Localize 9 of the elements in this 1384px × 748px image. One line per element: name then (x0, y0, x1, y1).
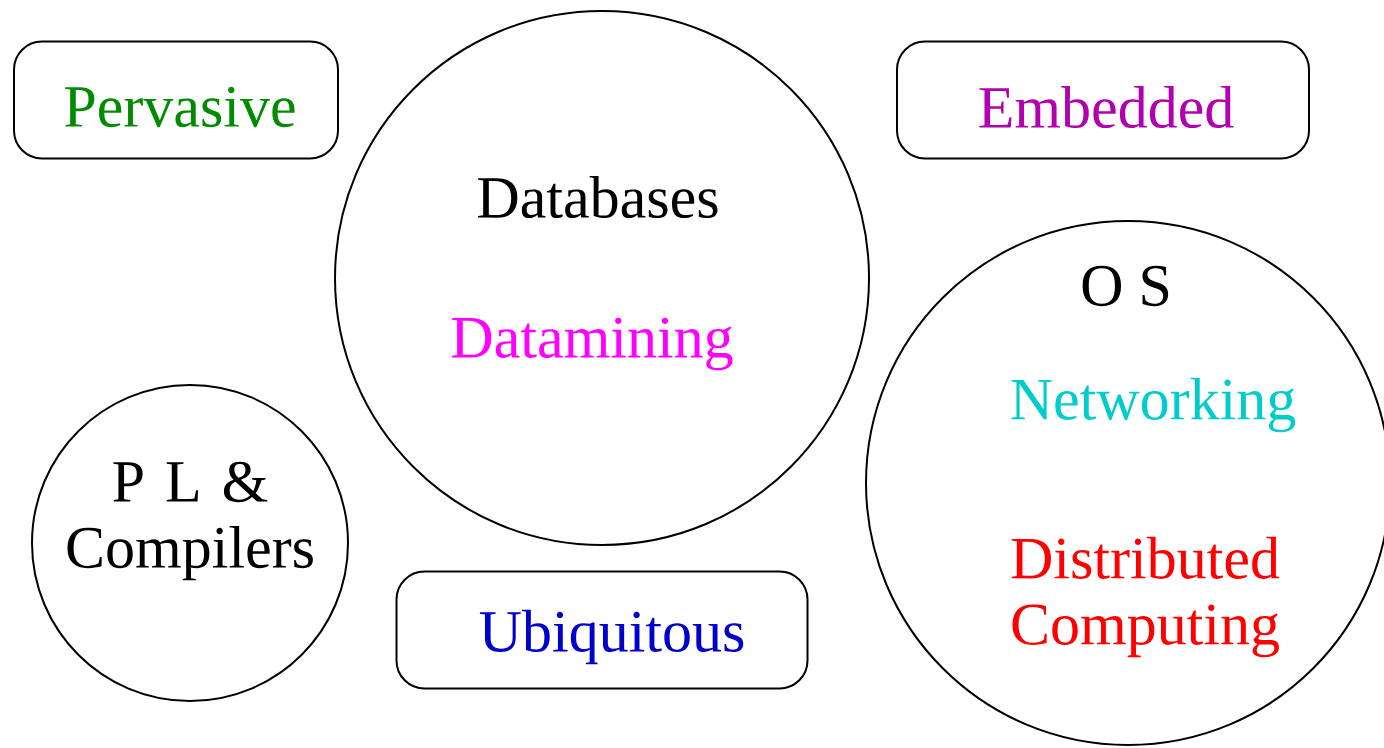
circle-label: O S (1082, 265, 1169, 307)
circle-label: P L & Compilers (67, 461, 313, 581)
circle-label: Datamining (452, 317, 733, 371)
circle-label: Networking (1011, 377, 1296, 433)
box-label: Embedded (979, 85, 1234, 129)
box-label: Pervasive (65, 86, 295, 128)
circle-label: Distributed Computing (1011, 536, 1280, 658)
box-label: Ubiquitous (479, 609, 744, 665)
circle-label: Databases (478, 175, 718, 219)
